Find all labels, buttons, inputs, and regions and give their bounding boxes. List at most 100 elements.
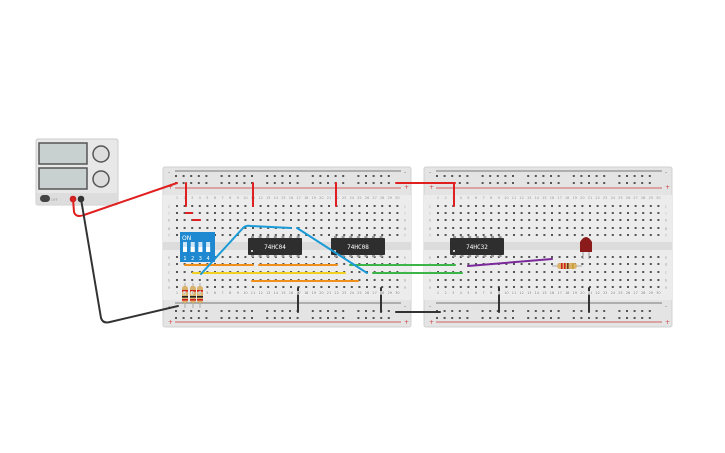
terminal-hole[interactable]	[475, 263, 477, 265]
rail-hole[interactable]	[618, 182, 621, 184]
terminal-hole[interactable]	[282, 205, 285, 207]
terminal-hole[interactable]	[198, 205, 201, 207]
terminal-hole[interactable]	[373, 212, 376, 214]
rail-hole[interactable]	[534, 175, 537, 177]
terminal-hole[interactable]	[642, 271, 645, 273]
rail-hole[interactable]	[641, 317, 644, 319]
terminal-hole[interactable]	[573, 279, 576, 281]
terminal-hole[interactable]	[581, 263, 584, 265]
terminal-hole[interactable]	[505, 279, 508, 281]
terminal-hole[interactable]	[634, 286, 637, 288]
terminal-hole[interactable]	[551, 227, 553, 229]
rail-hole[interactable]	[175, 175, 177, 177]
terminal-hole[interactable]	[396, 205, 399, 207]
terminal-hole[interactable]	[358, 271, 361, 273]
rail-hole[interactable]	[580, 182, 583, 184]
terminal-hole[interactable]	[176, 256, 178, 258]
terminal-hole[interactable]	[475, 219, 477, 221]
rail-hole[interactable]	[572, 310, 575, 312]
terminal-hole[interactable]	[252, 219, 254, 221]
terminal-hole[interactable]	[475, 286, 477, 288]
terminal-hole[interactable]	[176, 271, 178, 273]
terminal-hole[interactable]	[305, 219, 308, 221]
terminal-hole[interactable]	[373, 219, 376, 221]
terminal-hole[interactable]	[551, 234, 553, 236]
terminal-hole[interactable]	[328, 234, 330, 236]
terminal-hole[interactable]	[535, 279, 538, 281]
terminal-hole[interactable]	[551, 212, 553, 214]
terminal-hole[interactable]	[214, 205, 216, 207]
terminal-hole[interactable]	[312, 256, 315, 258]
terminal-hole[interactable]	[221, 205, 224, 207]
rail-hole[interactable]	[228, 175, 231, 177]
terminal-hole[interactable]	[505, 212, 508, 214]
terminal-hole[interactable]	[543, 263, 546, 265]
rail-hole[interactable]	[342, 182, 345, 184]
rail-hole[interactable]	[365, 182, 367, 184]
terminal-hole[interactable]	[267, 227, 270, 229]
terminal-hole[interactable]	[551, 271, 553, 273]
terminal-hole[interactable]	[244, 219, 247, 221]
terminal-hole[interactable]	[589, 227, 591, 229]
terminal-hole[interactable]	[596, 234, 599, 236]
wire-blue[interactable]	[200, 224, 292, 275]
terminal-hole[interactable]	[259, 205, 262, 207]
rail-hole[interactable]	[281, 317, 284, 319]
terminal-hole[interactable]	[520, 256, 523, 258]
rail-hole[interactable]	[296, 182, 299, 184]
terminal-hole[interactable]	[328, 227, 330, 229]
terminal-hole[interactable]	[657, 205, 660, 207]
terminal-hole[interactable]	[642, 234, 645, 236]
rail-hole[interactable]	[496, 310, 499, 312]
terminal-hole[interactable]	[528, 212, 531, 214]
rail-hole[interactable]	[182, 182, 185, 184]
terminal-hole[interactable]	[543, 227, 546, 229]
terminal-hole[interactable]	[558, 256, 561, 258]
rail-hole[interactable]	[365, 317, 367, 319]
terminal-hole[interactable]	[634, 279, 637, 281]
rail-hole[interactable]	[266, 310, 269, 312]
rail-hole[interactable]	[489, 182, 492, 184]
terminal-hole[interactable]	[642, 227, 645, 229]
rail-hole[interactable]	[319, 310, 322, 312]
rail-hole[interactable]	[197, 310, 200, 312]
terminal-hole[interactable]	[366, 227, 368, 229]
terminal-hole[interactable]	[566, 256, 569, 258]
terminal-hole[interactable]	[596, 271, 599, 273]
terminal-hole[interactable]	[282, 286, 285, 288]
rail-hole[interactable]	[273, 310, 276, 312]
terminal-hole[interactable]	[611, 219, 614, 221]
rail-hole[interactable]	[550, 310, 552, 312]
rail-hole[interactable]	[220, 317, 223, 319]
rail-hole[interactable]	[311, 182, 314, 184]
rail-hole[interactable]	[557, 317, 560, 319]
terminal-hole[interactable]	[619, 227, 622, 229]
rail-hole[interactable]	[633, 310, 636, 312]
terminal-hole[interactable]	[482, 279, 485, 281]
terminal-hole[interactable]	[229, 227, 232, 229]
terminal-hole[interactable]	[366, 205, 368, 207]
terminal-hole[interactable]	[343, 205, 346, 207]
terminal-hole[interactable]	[558, 212, 561, 214]
terminal-hole[interactable]	[627, 227, 629, 229]
terminal-hole[interactable]	[596, 279, 599, 281]
terminal-hole[interactable]	[528, 256, 531, 258]
rail-hole[interactable]	[557, 182, 560, 184]
terminal-hole[interactable]	[657, 256, 660, 258]
terminal-hole[interactable]	[176, 227, 178, 229]
terminal-hole[interactable]	[467, 263, 470, 265]
rail-hole[interactable]	[311, 317, 314, 319]
rail-hole[interactable]	[527, 175, 530, 177]
terminal-hole[interactable]	[581, 279, 584, 281]
terminal-hole[interactable]	[497, 219, 500, 221]
rail-hole[interactable]	[504, 182, 507, 184]
terminal-hole[interactable]	[267, 205, 270, 207]
terminal-hole[interactable]	[183, 263, 186, 265]
terminal-hole[interactable]	[444, 234, 447, 236]
terminal-hole[interactable]	[505, 227, 508, 229]
terminal-hole[interactable]	[183, 212, 186, 214]
rail-hole[interactable]	[504, 175, 507, 177]
rail-hole[interactable]	[580, 310, 583, 312]
terminal-hole[interactable]	[535, 212, 538, 214]
led-resistor[interactable]	[552, 263, 582, 269]
